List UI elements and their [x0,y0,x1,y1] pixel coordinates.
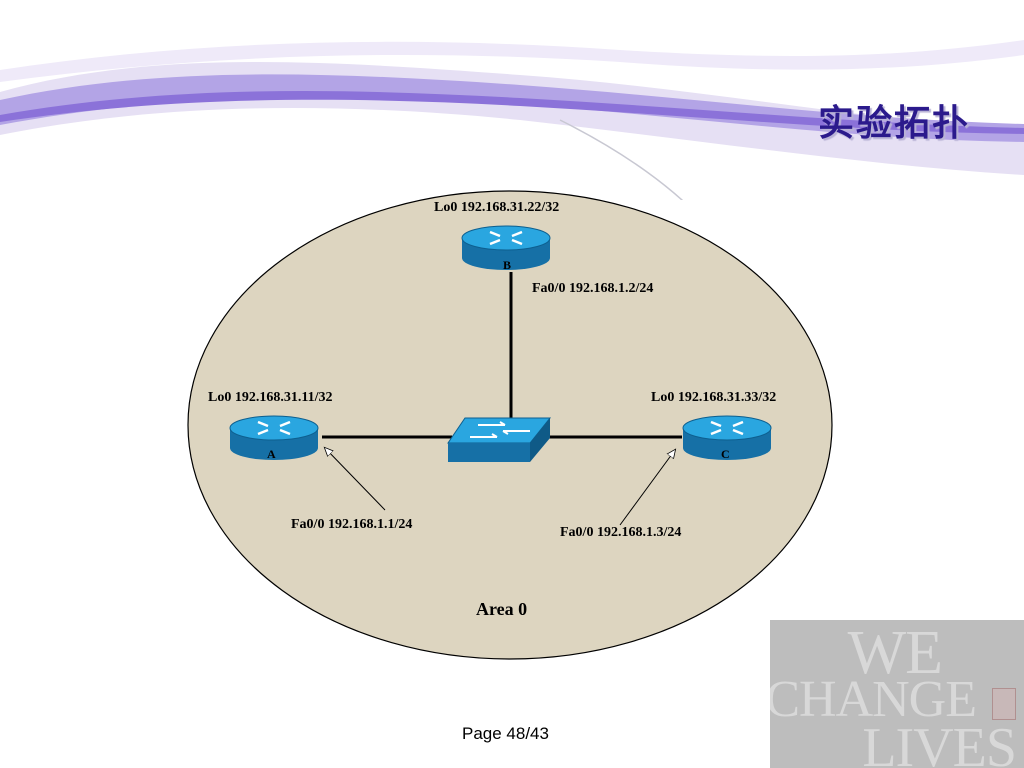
router-c-interface-label: Fa0/0 192.168.1.3/24 [560,525,682,540]
page-number: Page 48/43 [462,724,549,743]
router-a-name: A [267,447,276,461]
slide-title: 实验拓扑 [818,102,971,144]
router-arrows-icon [489,230,523,246]
router-b-loopback-label: Lo0 192.168.31.22/32 [434,200,560,215]
header-swoosh [0,40,1024,200]
router-b[interactable] [461,225,551,270]
router-b-interface-label: Fa0/0 192.168.1.2/24 [532,281,654,296]
logo-line-3: LIVES [862,717,1017,768]
arrow-a-interface [325,448,386,511]
logo-line-2: CHANGE [770,671,977,728]
router-b-name: B [503,258,512,272]
switch-arrows-icon [470,421,530,438]
router-a[interactable] [229,415,319,460]
area-label: Area 0 [476,599,528,619]
logo-seal-icon [992,688,1016,720]
router-c-loopback-label: Lo0 192.168.31.33/32 [651,390,777,405]
logo-line-1: WE [847,620,943,687]
router-a-loopback-label: Lo0 192.168.31.11/32 [208,390,333,405]
router-a-interface-label: Fa0/0 192.168.1.1/24 [291,517,413,532]
router-arrows-icon [710,420,744,436]
arrow-c-interface [619,450,675,526]
router-arrows-icon [257,420,291,436]
router-c-name: C [721,447,730,461]
switch[interactable] [447,417,552,462]
router-c[interactable] [682,415,772,460]
we-change-lives-logo: WE CHANGE LIVES [770,620,1024,768]
